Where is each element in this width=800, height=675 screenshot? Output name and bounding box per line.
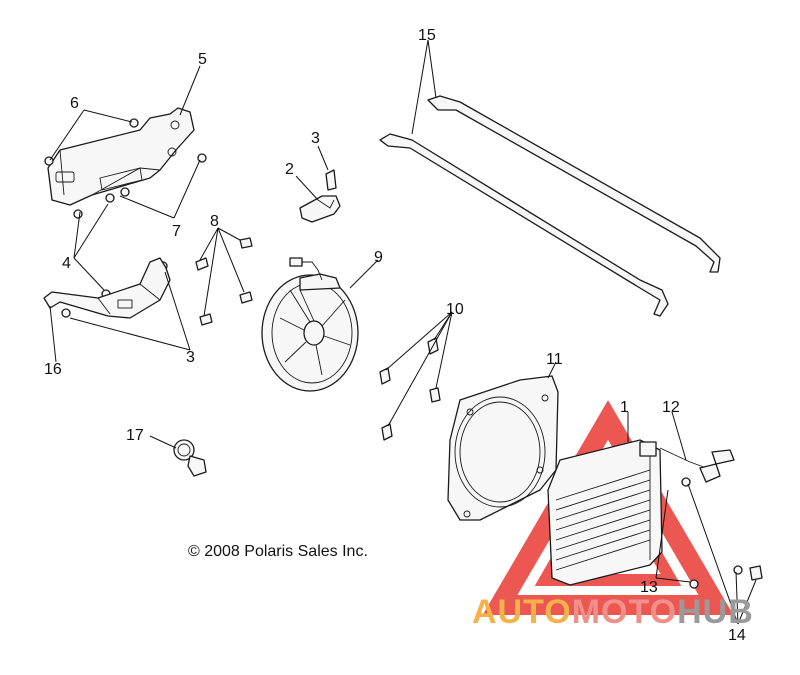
callout-16: 16 [44, 361, 62, 378]
callout-4: 4 [62, 255, 71, 272]
watermark-moto: MOTO [572, 593, 677, 631]
fan-assembly [261, 257, 359, 392]
callout-17: 17 [126, 427, 144, 444]
callout-8: 8 [210, 213, 219, 230]
callout-labels: 1 2 3 3 4 5 6 7 8 9 10 11 12 13 14 15 16… [44, 27, 746, 644]
callout-12: 12 [662, 399, 680, 416]
callout-11: 11 [546, 351, 563, 368]
callout-10: 10 [446, 301, 464, 318]
callout-5: 5 [198, 51, 207, 68]
hose-clamp [173, 439, 207, 477]
callout-1: 1 [620, 399, 629, 416]
coolant-tubes [379, 95, 721, 317]
watermark-auto: AUTO [472, 593, 572, 631]
callout-14: 14 [728, 627, 746, 644]
screw-bolts [195, 237, 253, 326]
watermark-logo: AUTOMOTOHUB [472, 593, 754, 631]
svg-text:AUTOMOTOHUB: AUTOMOTOHUB [472, 593, 754, 631]
callout-13: 13 [640, 579, 658, 596]
oil-cooler [547, 439, 663, 586]
upper-bracket [47, 107, 195, 206]
callout-3-top: 3 [311, 130, 320, 147]
callout-15: 15 [418, 27, 436, 44]
leader-lines [49, 39, 757, 625]
fan-shroud [447, 375, 559, 521]
callout-9: 9 [374, 249, 383, 266]
callout-7: 7 [172, 223, 181, 240]
sensor-part [659, 447, 735, 483]
watermark-hub: HUB [677, 593, 754, 631]
callout-2: 2 [285, 161, 294, 178]
lower-bracket [43, 257, 171, 319]
clamp-part [299, 169, 341, 223]
copyright-text: © 2008 Polaris Sales Inc. [188, 543, 368, 560]
callout-3-bottom: 3 [186, 349, 195, 366]
callout-6: 6 [70, 95, 79, 112]
